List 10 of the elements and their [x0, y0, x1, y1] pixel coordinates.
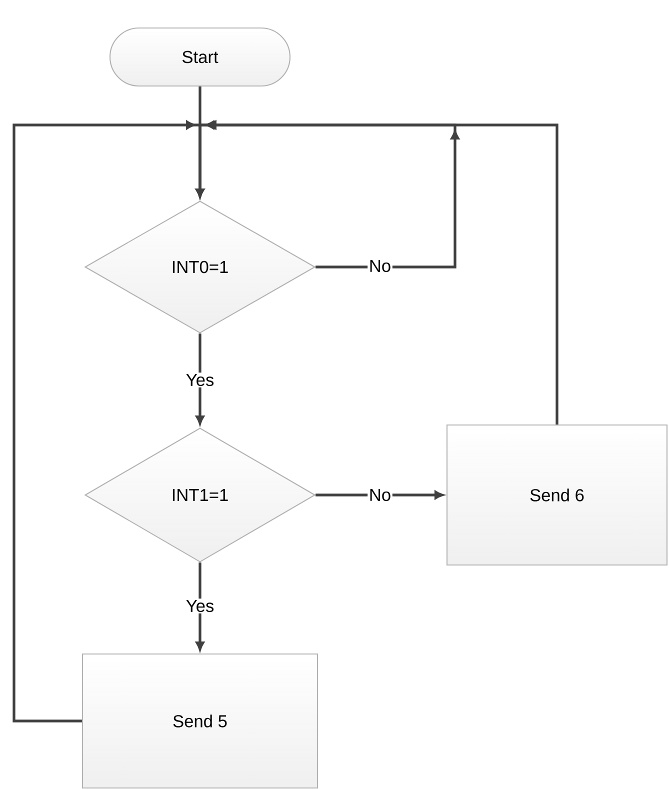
arrow	[12, 120, 204, 722]
arrow	[196, 334, 204, 424]
edge-label: No	[368, 488, 392, 502]
process-box: Send 6	[446, 424, 668, 566]
arrow	[196, 562, 204, 650]
edge-label: Yes	[184, 372, 216, 388]
edge-label: No	[368, 258, 392, 274]
start-terminal: Start	[109, 27, 291, 87]
edge-label: Yes	[184, 598, 216, 614]
process-box: Send 5	[82, 653, 318, 789]
